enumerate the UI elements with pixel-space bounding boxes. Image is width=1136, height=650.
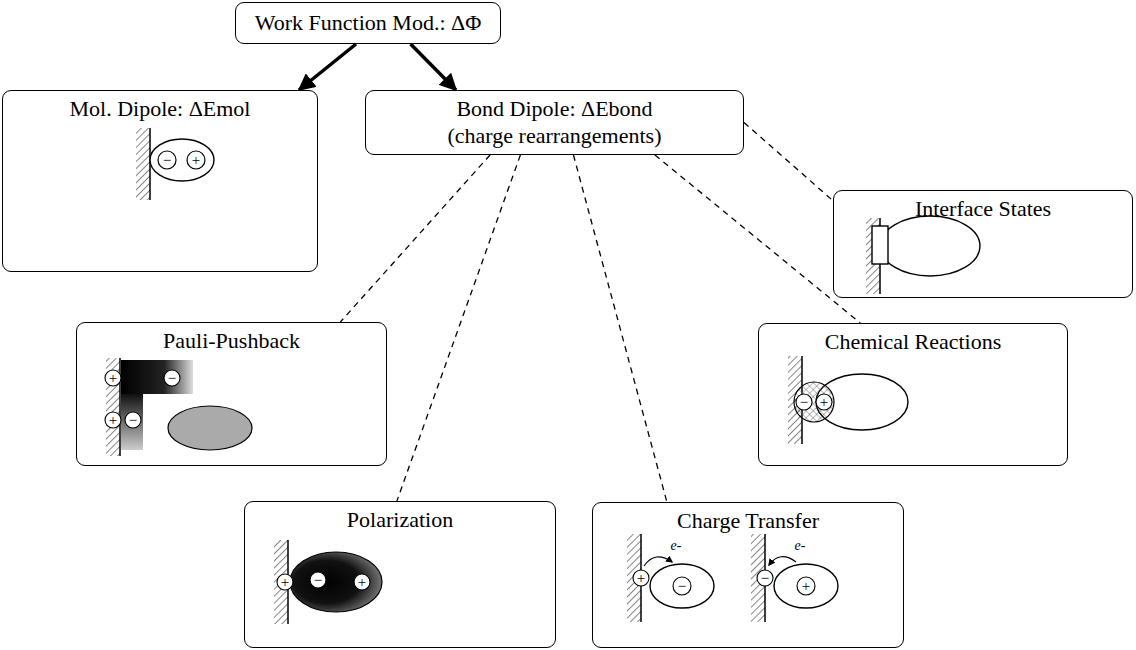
pauli-pushback-figure xyxy=(105,358,252,456)
chemical-reactions-figure xyxy=(788,356,908,444)
charge-sign: + xyxy=(109,371,117,386)
box-title: Mol. Dipole: ΔEmol xyxy=(70,96,251,122)
arrow-connector xyxy=(299,44,356,90)
dashed-connector xyxy=(655,155,860,323)
arrow-connector xyxy=(411,44,456,90)
category-box: Mol. Dipole: ΔEmol xyxy=(2,90,318,272)
interface-states-figure xyxy=(866,216,980,294)
charge-sign: − xyxy=(678,579,686,594)
box-title: Charge Transfer xyxy=(677,508,819,534)
charge-sign: + xyxy=(281,575,289,590)
dashed-connector xyxy=(573,155,666,502)
box-title: Work Function Mod.: ΔΦ xyxy=(255,10,481,36)
charge-sign: + xyxy=(637,571,645,586)
charge-sign: + xyxy=(820,395,828,410)
dashed-connector xyxy=(744,123,833,201)
mechanism-box: Pauli-Pushback xyxy=(76,322,387,466)
charge-transfer-figure xyxy=(627,534,838,622)
electron-label: e- xyxy=(795,539,806,553)
charge-sign: − xyxy=(129,413,137,428)
polarization-figure xyxy=(274,540,382,624)
charge-sign: + xyxy=(802,579,810,594)
root-box: Work Function Mod.: ΔΦ xyxy=(235,2,501,44)
charge-sign: − xyxy=(800,395,808,410)
box-title: Bond Dipole: ΔEbond xyxy=(456,96,652,122)
charge-sign: + xyxy=(109,413,117,428)
charge-sign: − xyxy=(761,571,769,586)
electron-label: e- xyxy=(671,539,682,553)
mechanism-box: Polarization xyxy=(244,501,556,648)
dashed-connector xyxy=(340,155,490,322)
box-title: (charge rearrangements) xyxy=(448,123,662,149)
charge-sign: + xyxy=(192,153,200,168)
mechanism-box: Interface States xyxy=(833,190,1133,298)
box-title: Chemical Reactions xyxy=(825,329,1002,355)
box-title: Interface States xyxy=(915,196,1051,222)
dashed-connector xyxy=(397,155,521,501)
mol-dipole-figure xyxy=(136,128,214,200)
category-box: Bond Dipole: ΔEbond(charge rearrangement… xyxy=(365,90,744,155)
charge-sign: − xyxy=(314,573,322,588)
charge-sign: − xyxy=(168,371,176,386)
box-title: Polarization xyxy=(347,507,453,533)
charge-sign: − xyxy=(163,153,171,168)
charge-sign: + xyxy=(358,575,366,590)
box-title: Pauli-Pushback xyxy=(163,328,300,354)
